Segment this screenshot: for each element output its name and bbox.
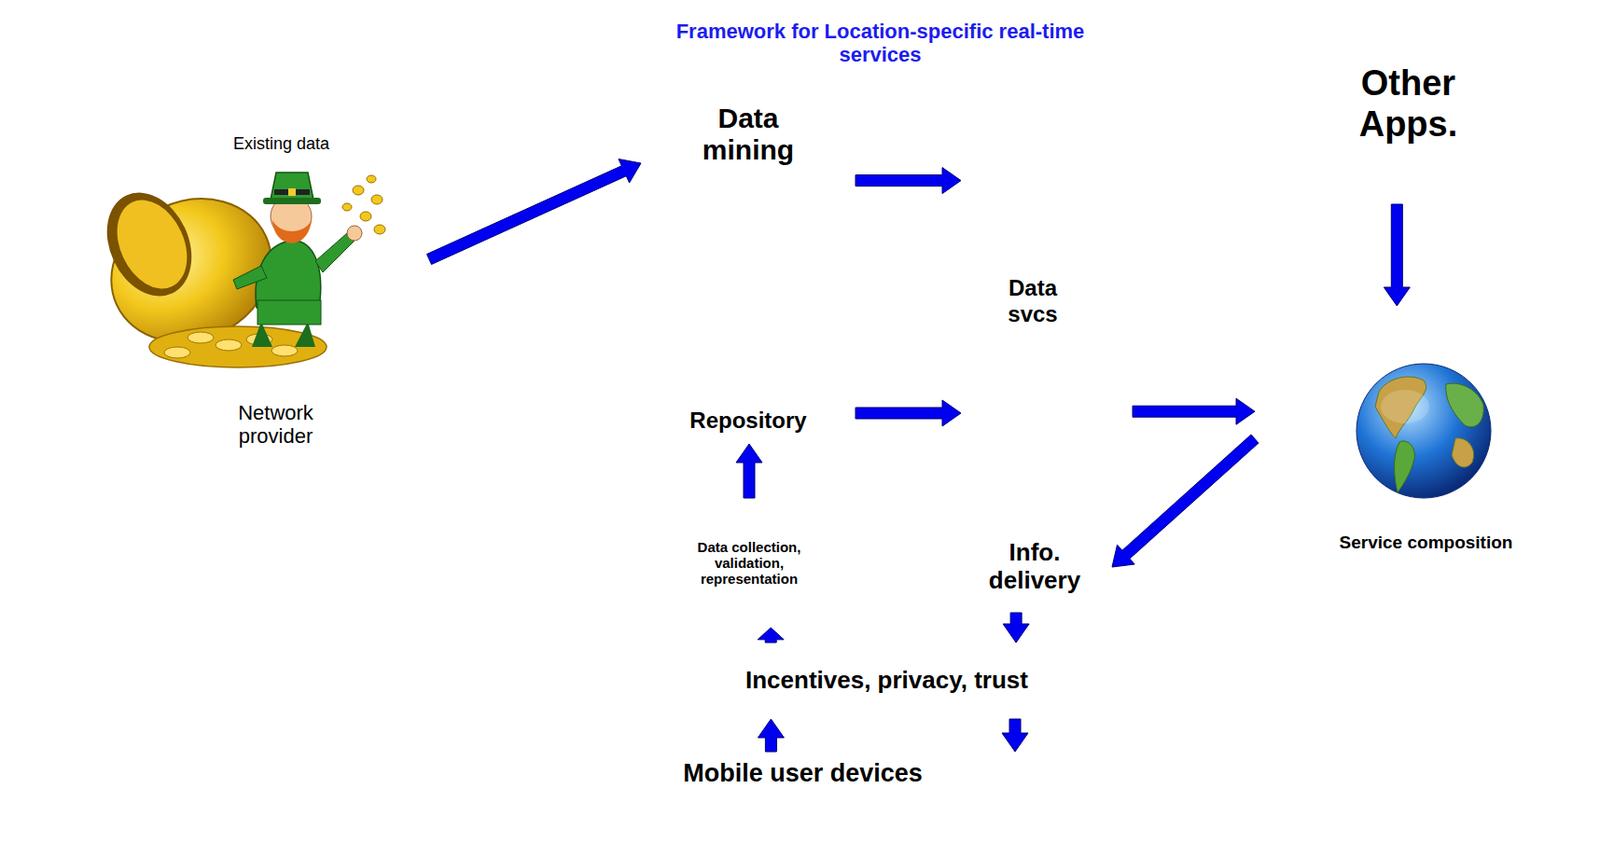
node-label: Incentives, privacy, trust [745, 667, 1029, 696]
shape-part [641, 499, 858, 628]
shape-part [549, 6, 1211, 752]
node-label: Data svcs [990, 275, 1075, 327]
illustration-part [251, 321, 316, 348]
block-arrow [1112, 434, 1259, 568]
cloud: Other Apps. [1219, 4, 1598, 205]
service-box: Service composition [1254, 306, 1598, 572]
illustration-part [1380, 389, 1430, 424]
illustration-part [1356, 363, 1491, 499]
node-label: Data collection, validation, representat… [679, 539, 820, 588]
node-label: Mobile user devices [682, 759, 923, 789]
cloud-outline [4, 74, 430, 486]
illustration-part [271, 345, 298, 357]
illustration-part [347, 225, 362, 241]
shape-part [987, 123, 1134, 403]
process-box: Incentives, privacy, trust [640, 642, 1134, 720]
illustration-part [233, 265, 267, 290]
document-stack: Data svcs [960, 122, 1133, 480]
shape-part [961, 184, 1107, 479]
block-arrow [757, 627, 784, 643]
illustration-part [315, 233, 355, 273]
framework-frame: Framework for Location-specific real-tim… [547, 4, 1213, 753]
shape-part [641, 383, 856, 401]
node-label: Existing data [233, 134, 330, 154]
illustration-part [288, 188, 296, 196]
database-cylinder: Repository [640, 382, 856, 445]
node-label: Data mining [678, 102, 819, 167]
globe-illustration [1356, 363, 1491, 499]
shape-part [1255, 306, 1598, 572]
illustration-part [187, 332, 214, 344]
shape-part [1236, 17, 1591, 196]
service-box-outline [1254, 306, 1598, 572]
device-band: Mobile user devices [8, 751, 1598, 843]
illustration-part [257, 300, 321, 325]
illustration-part [215, 339, 242, 351]
node-label: Info. delivery [973, 539, 1096, 596]
block-arrow [855, 400, 961, 427]
shape-part [641, 382, 856, 444]
shape-part [23, 100, 422, 468]
illustration-part [270, 172, 314, 200]
illustration-part [371, 194, 383, 205]
illustration-part [90, 179, 208, 311]
process-box: Data collection, validation, representat… [640, 498, 858, 628]
block-arrow [427, 159, 642, 265]
shape-part [640, 643, 1134, 720]
illustration-part [366, 175, 376, 183]
illustration-part [103, 188, 201, 300]
illustration-part [374, 224, 386, 235]
process-box: Data mining [640, 76, 856, 193]
illustration-part [272, 220, 312, 244]
framework-frame-outline [547, 4, 1213, 753]
shape-part [958, 522, 1113, 613]
illustration-part [352, 185, 364, 195]
shape-part [9, 752, 1598, 843]
block-arrow [855, 167, 961, 195]
node-label: Repository [689, 407, 807, 434]
illustration-part [1394, 441, 1416, 493]
illustration-part [274, 189, 310, 195]
block-arrow [1132, 398, 1255, 425]
block-arrow [1383, 204, 1410, 307]
frame-title: Framework for Location-specific real-tim… [661, 19, 1100, 68]
illustration-part [263, 197, 321, 205]
block-arrow [1002, 612, 1030, 643]
illustration-part [1451, 438, 1475, 468]
illustration-part [164, 347, 191, 359]
block-arrow [736, 444, 763, 499]
block-arrow [757, 719, 784, 752]
node-label: Other Apps. [1343, 63, 1475, 145]
illustration-part [360, 211, 372, 222]
leprechaun-illustration [87, 172, 386, 368]
process-box: Info. delivery [957, 521, 1113, 613]
cloud: Existing dataNetwork provider [4, 74, 430, 486]
shape-part [641, 77, 856, 193]
shape-part [974, 153, 1121, 423]
block-arrow [1001, 719, 1029, 752]
illustration-part [342, 203, 352, 211]
node-label: Service composition [1339, 532, 1514, 554]
node-label: Network provider [224, 401, 328, 449]
document-stack-outline [960, 122, 1133, 480]
brick-panel [595, 89, 904, 296]
illustration-part [1446, 383, 1484, 428]
